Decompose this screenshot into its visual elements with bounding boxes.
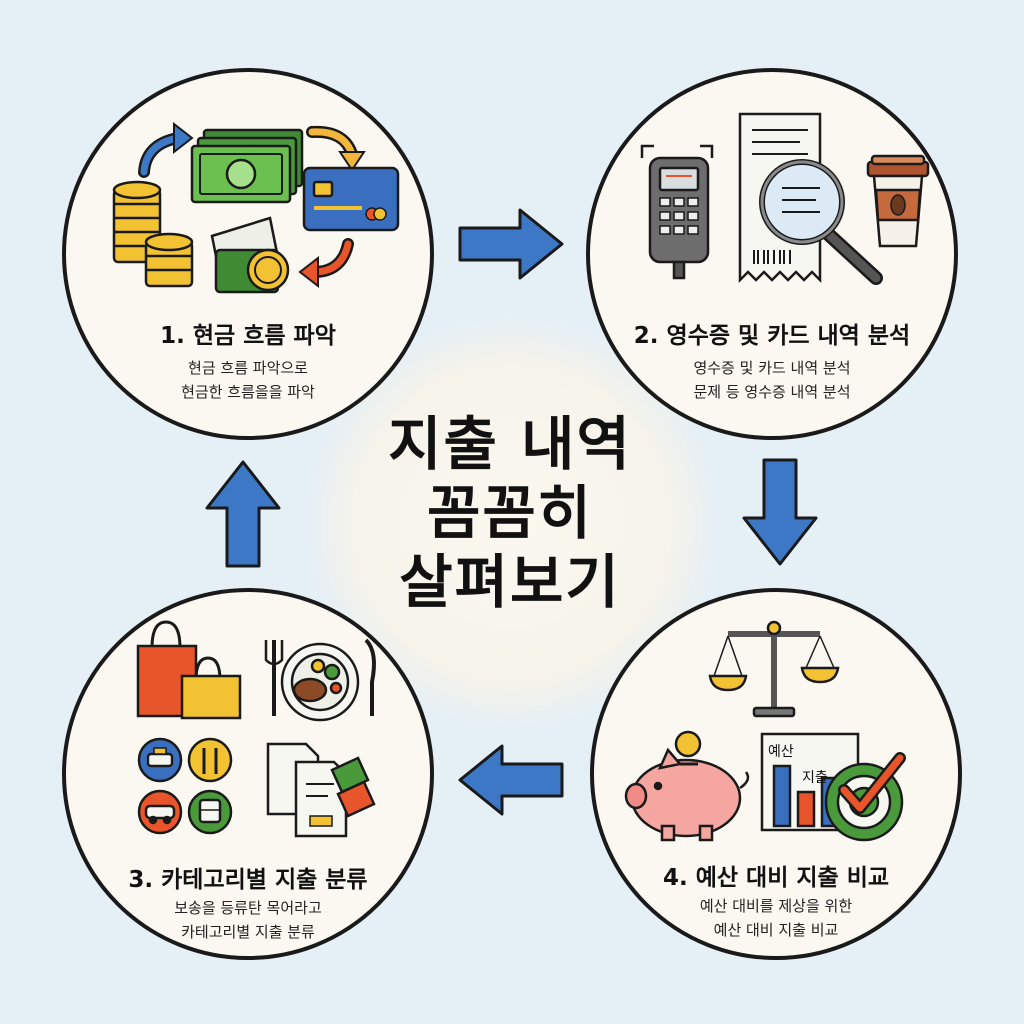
flow-arrow-right [458, 208, 564, 280]
flow-arrow-down [742, 458, 818, 566]
center-title-line-2: 꼼꼼히 [426, 479, 594, 547]
chart-label-budget: 예산 [768, 744, 794, 760]
stage-description-line: 예산 대비 지출 비교 [713, 921, 839, 939]
bus-icon [187, 789, 233, 835]
stage-description-line: 현금 흐름 파악으로 [188, 359, 308, 377]
coin-stack-icon [112, 180, 194, 288]
stage-description-line: 영수증 및 카드 내역 분석 [693, 359, 851, 377]
stage-4-illustration: 예산 지출 [624, 620, 906, 842]
stage-description-line: 문제 등 영수증 내역 분석 [693, 383, 851, 401]
meal-plate-icon [264, 638, 376, 722]
stage-budget-comparison: 예산 지출 4. 예산 대비 지출 비교 예산 대비를 제상을 위한 예산 대비… [590, 588, 962, 960]
stage-2-illustration [640, 112, 930, 285]
banknote-stack-icon [190, 128, 304, 204]
cycle-arrow-icon [138, 121, 366, 289]
center-title: 지출 내역 꼼꼼히 살펴보기 [330, 410, 690, 617]
stage-description: 영수증 및 카드 내역 분석 문제 등 영수증 내역 분석 [590, 356, 954, 404]
stage-receipt-analysis: 2. 영수증 및 카드 내역 분석 영수증 및 카드 내역 분석 문제 등 영수… [586, 68, 958, 440]
piggy-bank-icon [624, 730, 750, 842]
fork-knife-icon [187, 737, 233, 783]
magnifier-icon [759, 159, 883, 285]
center-title-line-1: 지출 내역 [388, 410, 632, 478]
flow-arrow-up [205, 460, 281, 568]
stage-description-line: 예산 대비를 제상을 위한 [699, 897, 853, 915]
flow-arrow-left [458, 744, 564, 816]
target-check-icon [824, 752, 906, 842]
tagged-documents-icon [266, 742, 376, 838]
card-terminal-icon [640, 144, 714, 280]
stage-description: 예산 대비를 제상을 위한 예산 대비 지출 비교 [594, 894, 958, 942]
stage-description-line: 현금한 흐름을을 파악 [181, 383, 315, 401]
stage-description: 보송을 등류탄 목어라고 카테고리별 지출 분류 [66, 896, 430, 944]
car-icon [137, 789, 183, 835]
stage-title: 2. 영수증 및 카드 내역 분석 [633, 323, 911, 349]
stage-description: 현금 흐름 파악으로 현금한 흐름을을 파악 [66, 356, 430, 404]
stage-description-line: 카테고리별 지출 분류 [181, 923, 315, 941]
balance-scale-icon [708, 620, 840, 718]
stage-title: 3. 카테고리별 지출 분류 [128, 867, 368, 893]
credit-card-icon [302, 166, 400, 232]
stage-title: 4. 예산 대비 지출 비교 [662, 865, 890, 891]
stage-1-illustration [112, 121, 400, 294]
stage-category-classification: 3. 카테고리별 지출 분류 보송을 등류탄 목어라고 카테고리별 지출 분류 [62, 588, 434, 960]
wallet-icon [210, 216, 290, 294]
stage-title: 1. 현금 흐름 파악 [160, 323, 336, 349]
chart-label-spending: 지출 [802, 770, 828, 786]
coffee-cup-icon [866, 154, 930, 248]
taxi-icon [137, 737, 183, 783]
center-title-line-3: 살펴보기 [399, 548, 621, 616]
stage-3-illustration [136, 620, 376, 838]
stage-description-line: 보송을 등류탄 목어라고 [174, 899, 322, 917]
shopping-bag-icon [136, 620, 242, 720]
stage-cash-flow: 1. 현금 흐름 파악 현금 흐름 파악으로 현금한 흐름을을 파악 [62, 68, 434, 440]
